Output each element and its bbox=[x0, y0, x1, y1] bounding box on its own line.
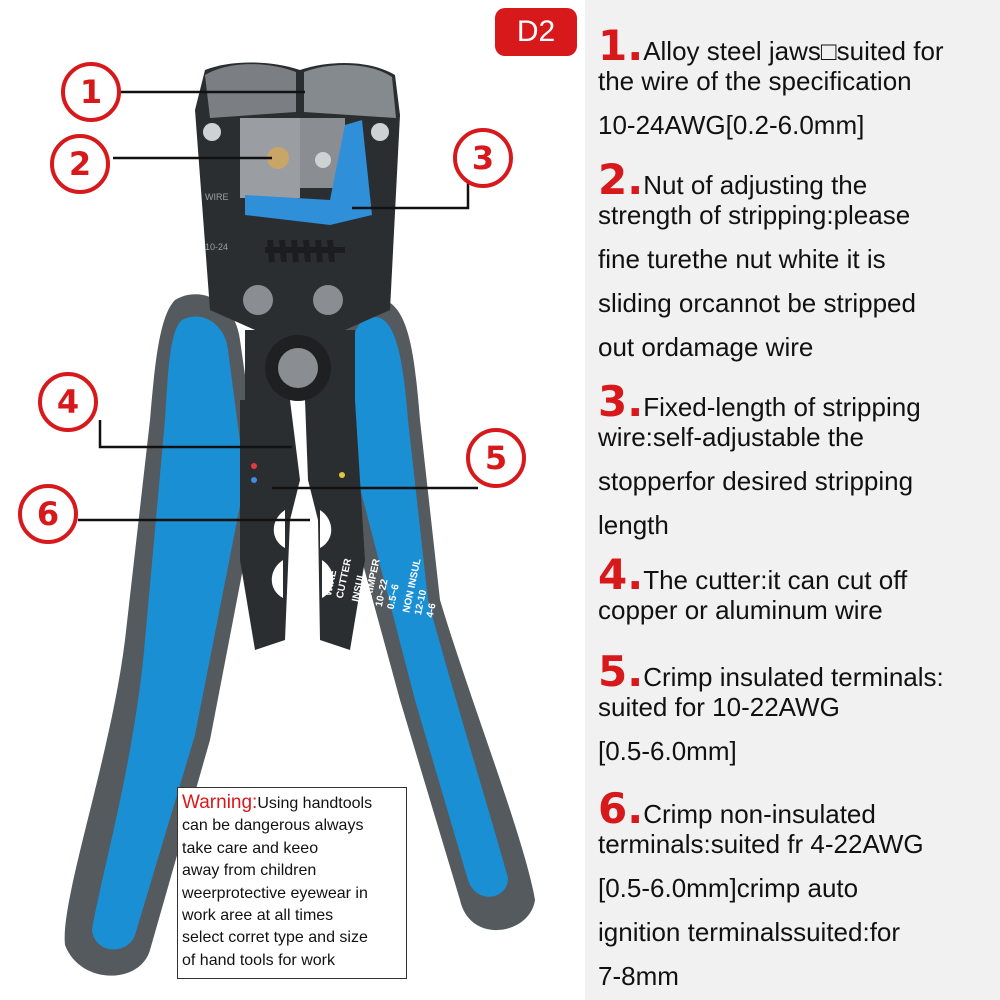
feature-3-line-1: wire:self-adjustable the bbox=[598, 422, 864, 452]
warning-box: Warning:Using handtools can be dangerous… bbox=[177, 787, 407, 979]
spring bbox=[265, 239, 345, 263]
leader-3 bbox=[352, 180, 470, 210]
feature-5-line-0: Crimp insulated terminals: bbox=[643, 662, 944, 692]
feature-6-line-4: 7-8mm bbox=[598, 961, 679, 991]
feature-5: 5.Crimp insulated terminals: suited for … bbox=[598, 650, 993, 773]
handle-text-0: WIRE bbox=[323, 569, 339, 597]
left-handle-grip bbox=[92, 316, 245, 950]
head-wire-label: WIRE bbox=[205, 192, 229, 202]
feature-5-number: 5. bbox=[598, 647, 644, 696]
rivet-top-right bbox=[371, 123, 389, 141]
feature-2-line-0: Nut of adjusting the bbox=[643, 170, 868, 200]
rivet-top-left bbox=[203, 123, 221, 141]
feature-3-line-2: stopperfor desired stripping bbox=[598, 466, 914, 496]
feature-1-number: 1. bbox=[598, 21, 644, 70]
callout-2: 2 bbox=[50, 134, 110, 194]
adjusting-nut bbox=[267, 147, 289, 169]
warning-title: Warning: bbox=[182, 792, 258, 813]
handle-text-5: 0.5~6 bbox=[386, 583, 402, 610]
upper-jaw-right bbox=[304, 65, 396, 118]
pivot-right bbox=[313, 285, 343, 315]
feature-3-line-0: Fixed-length of stripping bbox=[643, 392, 921, 422]
rivet-mid bbox=[315, 152, 331, 168]
callout-5: 5 bbox=[466, 428, 526, 488]
yellow-dot bbox=[339, 472, 345, 478]
feature-4-line-1: copper or aluminum wire bbox=[598, 595, 883, 625]
leader-lines bbox=[78, 90, 478, 522]
model-badge: D2 bbox=[495, 8, 577, 56]
callout-3: 3 bbox=[453, 128, 513, 188]
feature-6: 6.Crimp non-insulated terminals:suited f… bbox=[598, 787, 993, 998]
leader-4 bbox=[98, 420, 292, 449]
feature-1-line-1: the wire of the specification bbox=[598, 66, 912, 96]
feature-1: 1.Alloy steel jaws□suited for the wire o… bbox=[598, 24, 993, 147]
red-dot bbox=[251, 463, 257, 469]
feature-panel bbox=[585, 0, 1000, 1000]
wire-stripper-illustration: WIRE CUTTER INSUL CRIMPER 10~22 0.5~6 NO… bbox=[64, 62, 535, 976]
warning-line-6: select corret type and size bbox=[182, 929, 368, 947]
head-gauge-label: 10-24 bbox=[205, 242, 228, 252]
feature-1-line-2: 10-24AWG[0.2-6.0mm] bbox=[598, 110, 865, 140]
warning-line-5: work aree at all times bbox=[182, 907, 334, 925]
feature-6-line-3: ignition terminalssuited:for bbox=[598, 917, 901, 947]
feature-4-number: 4. bbox=[598, 550, 644, 599]
feature-6-line-2: [0.5-6.0mm]crimp auto bbox=[598, 873, 859, 903]
warning-line-0: Using handtools bbox=[257, 795, 373, 812]
feature-2: 2.Nut of adjusting the strength of strip… bbox=[598, 158, 993, 369]
warning-line-1: can be dangerous always bbox=[182, 817, 364, 835]
feature-4: 4.The cutter:it can cut off copper or al… bbox=[598, 553, 993, 632]
pivot-left bbox=[243, 285, 273, 315]
feature-3-number: 3. bbox=[598, 377, 644, 426]
warning-line-2: take care and keeo bbox=[182, 839, 319, 857]
callout-4: 4 bbox=[38, 372, 98, 432]
feature-4-line-0: The cutter:it can cut off bbox=[643, 565, 908, 595]
feature-1-line-0: Alloy steel jaws□suited for bbox=[643, 36, 944, 66]
feature-2-line-1: strength of stripping:please bbox=[598, 200, 911, 230]
left-crimp-jaw bbox=[240, 400, 300, 650]
feature-6-number: 6. bbox=[598, 784, 644, 833]
feature-2-line-3: sliding orcannot be stripped bbox=[598, 288, 916, 318]
blue-dot bbox=[251, 477, 257, 483]
feature-6-line-0: Crimp non-insulated bbox=[643, 799, 876, 829]
feature-5-line-2: [0.5-6.0mm] bbox=[598, 736, 737, 766]
right-crimp-jaw bbox=[305, 400, 365, 650]
callout-1: 1 bbox=[61, 62, 121, 122]
warning-line-3: away from children bbox=[182, 862, 317, 880]
feature-5-line-1: suited for 10-22AWG bbox=[598, 692, 840, 722]
warning-line-7: of hand tools for work bbox=[182, 951, 335, 969]
feature-3: 3.Fixed-length of stripping wire:self-ad… bbox=[598, 380, 993, 547]
callout-6: 6 bbox=[18, 484, 78, 544]
handle-text-7: 12-10 bbox=[413, 588, 429, 616]
feature-6-line-1: terminals:suited fr 4-22AWG bbox=[598, 829, 924, 859]
feature-3-line-3: length bbox=[598, 510, 669, 540]
center-pivot-cap bbox=[278, 348, 318, 388]
right-handle-grip bbox=[352, 316, 508, 897]
handle-text-8: 4-6 bbox=[425, 602, 439, 619]
feature-2-line-4: out ordamage wire bbox=[598, 332, 814, 362]
warning-line-4: weerprotective eyewear in bbox=[182, 884, 368, 902]
feature-2-number: 2. bbox=[598, 155, 644, 204]
length-stopper bbox=[245, 120, 372, 225]
feature-2-line-2: fine turethe nut white it is bbox=[598, 244, 886, 274]
